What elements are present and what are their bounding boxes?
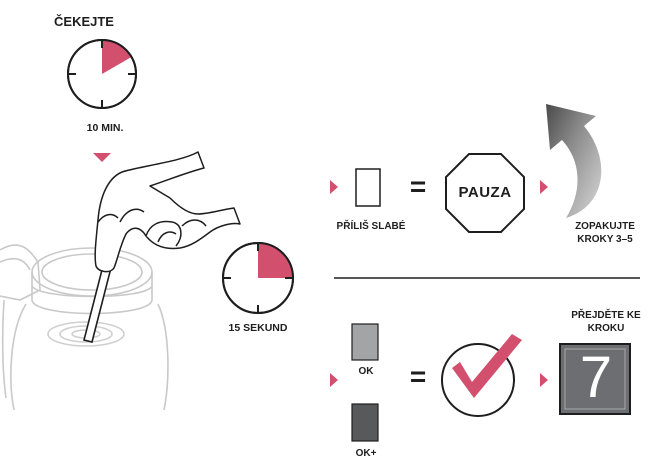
timer-icon-15sec bbox=[223, 243, 293, 313]
equals-sign: = bbox=[404, 171, 432, 203]
okplus-swatch bbox=[352, 404, 378, 441]
arrow-down-icon bbox=[93, 153, 111, 162]
triangle-pointer-icon bbox=[540, 373, 548, 387]
checkmark-circle-icon bbox=[442, 334, 522, 416]
wait-duration-label: 10 MIN. bbox=[60, 122, 150, 134]
dip-duration-label: 15 SEKUND bbox=[210, 322, 306, 334]
curved-return-arrow-icon bbox=[546, 104, 601, 218]
equals-sign: = bbox=[404, 361, 432, 393]
repeat-steps-label: ZOPAKUJTE KROKY 3–5 bbox=[560, 220, 650, 246]
ok-label: OK bbox=[346, 366, 386, 377]
step-number: 7 bbox=[563, 344, 629, 411]
triangle-pointer-icon bbox=[330, 180, 338, 194]
empty-square-icon bbox=[356, 169, 380, 206]
too-weak-label: PŘÍLIŠ SLABÉ bbox=[316, 221, 426, 232]
wait-title: ČEKEJTE bbox=[44, 14, 124, 29]
hand-with-strip bbox=[95, 152, 240, 272]
ok-swatch bbox=[352, 324, 378, 360]
stop-sign-text: PAUZA bbox=[443, 184, 527, 201]
timer-icon-10min bbox=[68, 40, 136, 108]
triangle-pointer-icon bbox=[540, 180, 548, 194]
triangle-pointer-icon bbox=[330, 373, 338, 387]
okplus-label: OK+ bbox=[346, 448, 386, 459]
goto-step-label: PŘEJDĚTE KE KROKU bbox=[552, 309, 660, 335]
jar-illustration bbox=[0, 245, 168, 410]
